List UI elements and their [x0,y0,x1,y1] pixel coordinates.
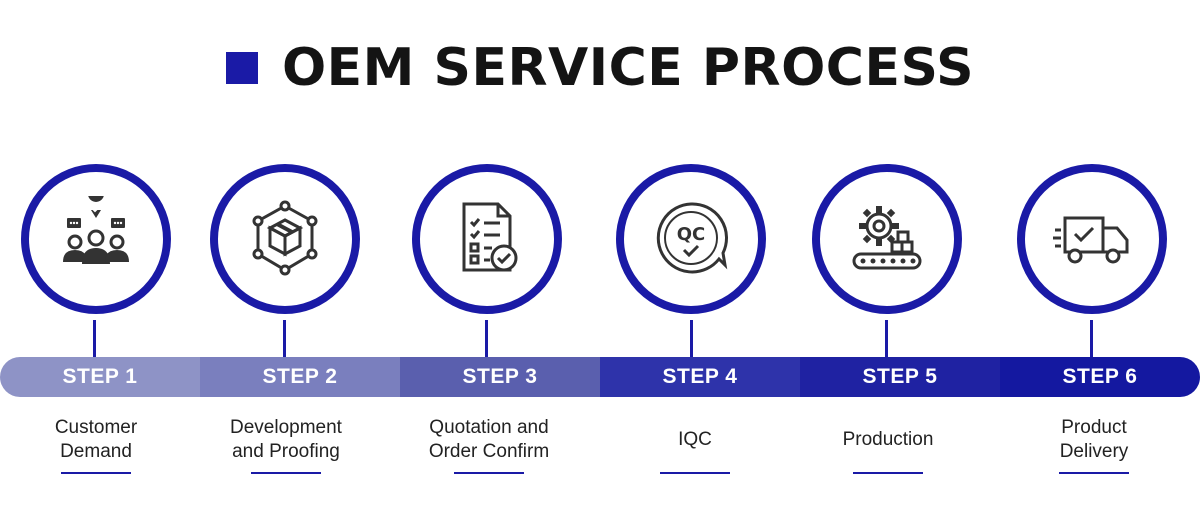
step-1-stem [93,320,96,358]
step-2-caption-text: Development and Proofing [230,417,342,462]
step-4-segment: STEP 4 [600,357,800,397]
step-6-underline [1059,472,1129,474]
step-3-underline [454,472,524,474]
step-6-icon-circle [1017,164,1167,314]
step-3-segment: STEP 3 [400,357,600,397]
qc-stamp-icon: QC [656,202,728,274]
gear-conveyor-icon [852,206,922,270]
step-5-icon-circle [812,164,962,314]
svg-text:QC: QC [677,224,706,245]
page-title: OEM SERVICE PROCESS [281,38,975,98]
step-2-icon-circle [210,164,360,314]
step-4-icon-circle: QC [616,164,766,314]
customer-demand-icon [63,196,129,264]
step-5-caption: Production [788,412,988,468]
development-network-box-icon [252,200,318,276]
step-5-caption-text: Production [842,429,934,450]
step-4-caption-text: IQC [678,429,712,450]
step-6-stem [1090,320,1093,358]
step-1-underline [61,472,131,474]
step-3-caption-text: Quotation and Order Confirm [428,417,550,462]
step-4-caption: IQC [595,412,795,468]
header: OEM SERVICE PROCESS [0,28,1200,108]
step-3-stem [485,320,488,358]
step-3-icon-circle [412,164,562,314]
step-3-caption: Quotation and Order Confirm [389,412,589,468]
step-6-caption-text: Product Delivery [1059,417,1129,462]
step-1-icon-circle [21,164,171,314]
step-5-segment: STEP 5 [800,357,1000,397]
step-5-underline [853,472,923,474]
step-2-segment: STEP 2 [200,357,400,397]
step-4-underline [660,472,730,474]
step-1-caption: Customer Demand [0,412,196,468]
step-6-segment: STEP 6 [1000,357,1200,397]
step-5-stem [885,320,888,358]
step-2-underline [251,472,321,474]
step-2-stem [283,320,286,358]
title-square-icon [225,52,258,84]
step-4-stem [690,320,693,358]
step-1-segment: STEP 1 [0,357,200,397]
step-1-caption-text: Customer Demand [54,417,138,462]
delivery-truck-icon [1053,216,1129,264]
step-2-caption: Development and Proofing [186,412,386,468]
checklist-confirm-icon [462,202,518,272]
step-bar: STEP 1 STEP 2 STEP 3 STEP 4 STEP 5 STEP … [0,357,1200,397]
step-6-caption: Product Delivery [994,412,1194,468]
